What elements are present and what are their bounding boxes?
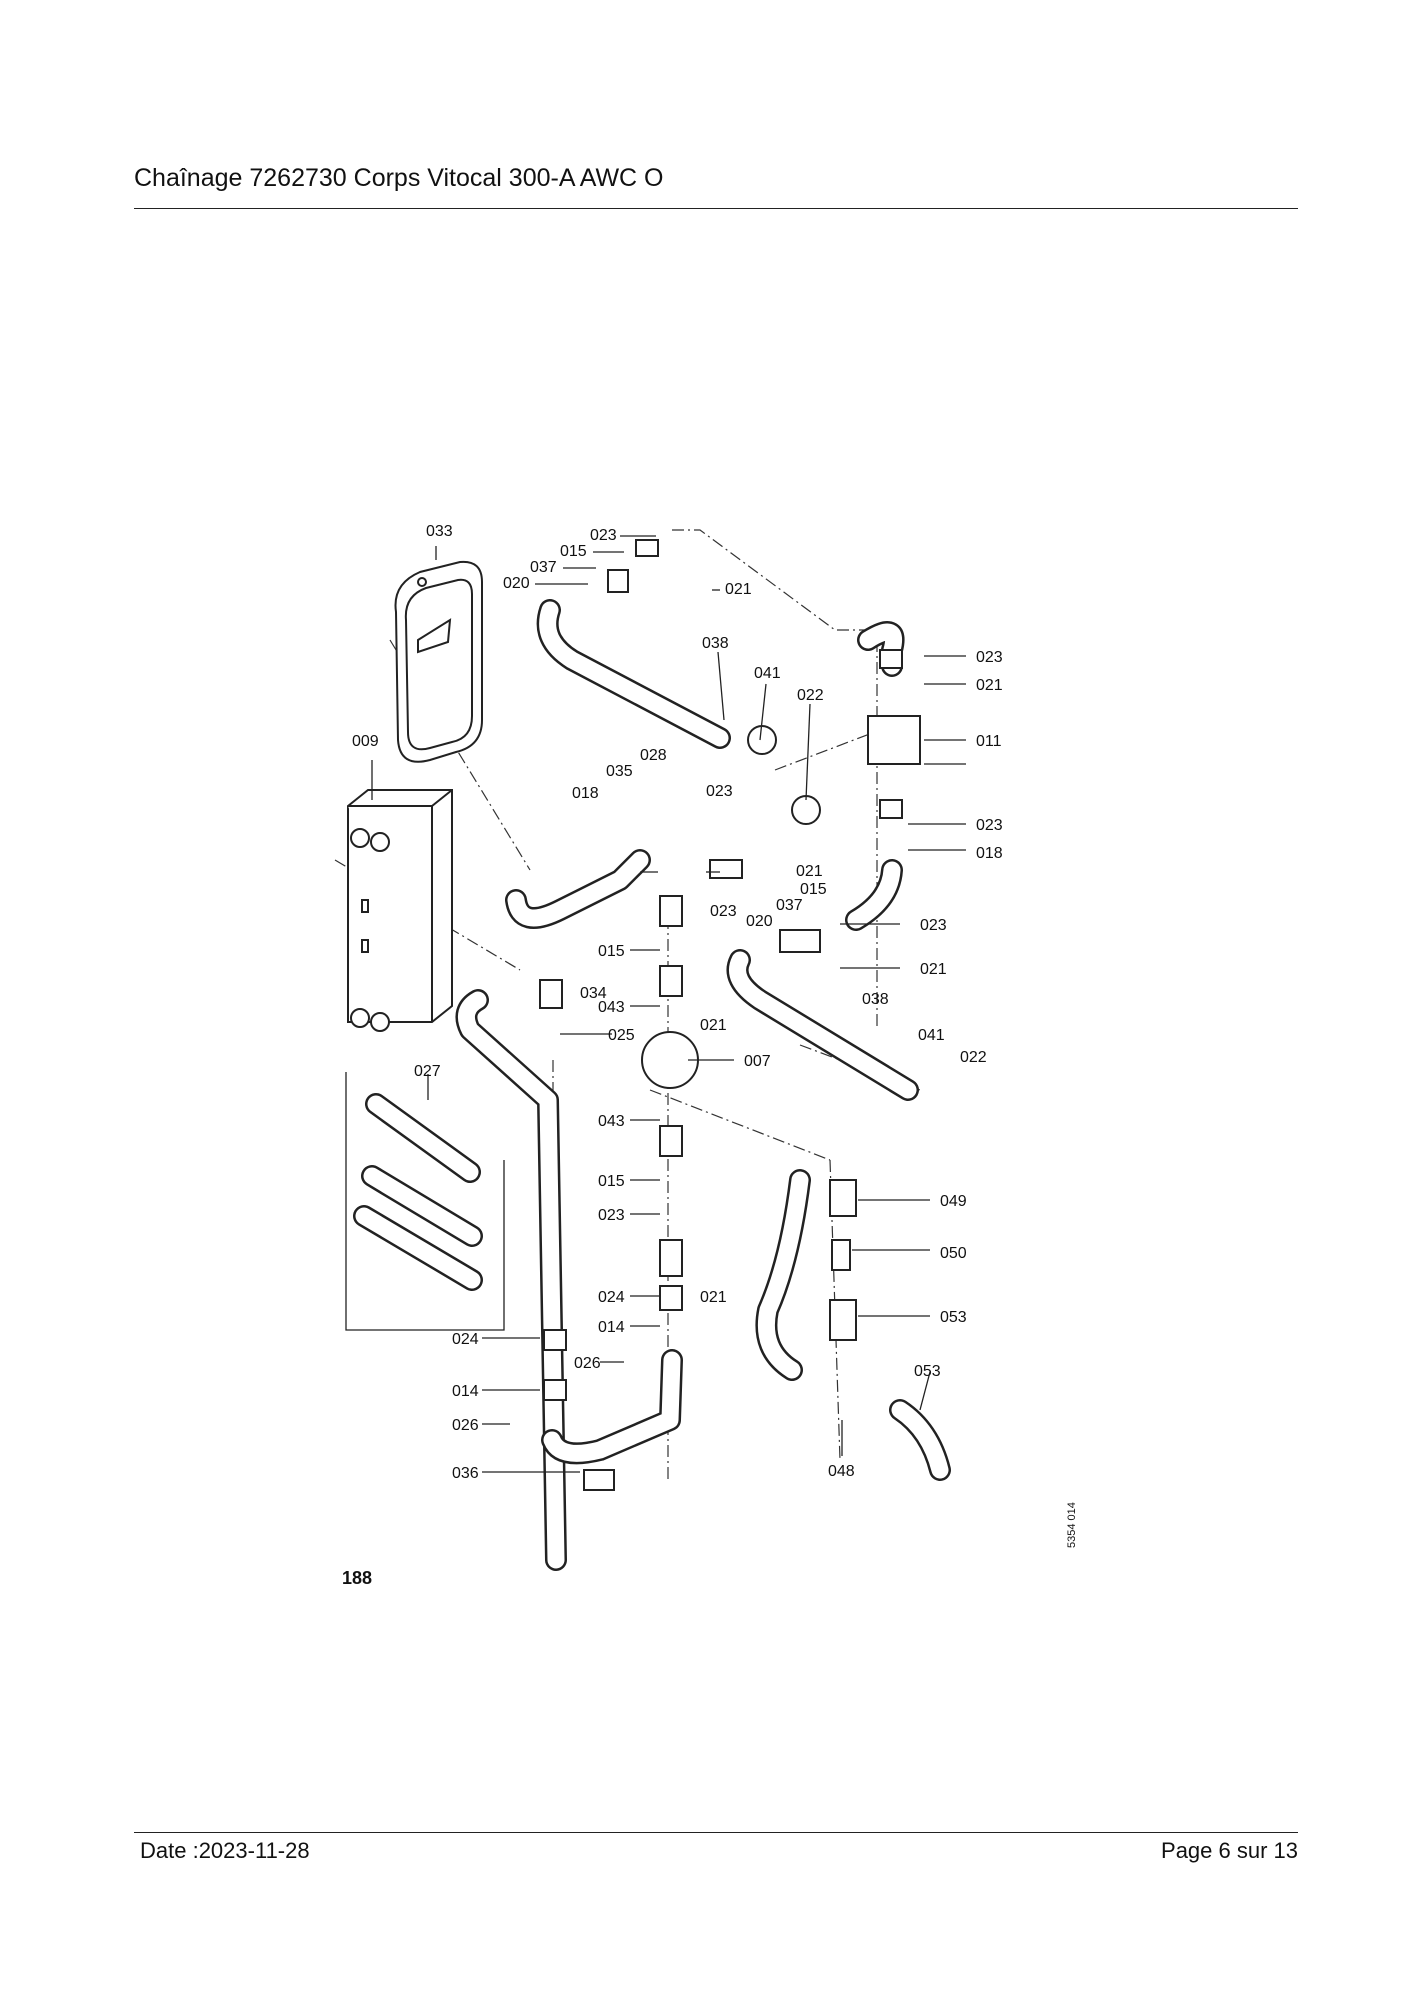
part-label-053: 053 xyxy=(940,1309,967,1326)
part-label-022: 022 xyxy=(797,687,824,704)
part-label-043: 043 xyxy=(598,999,625,1016)
part-label-026: 026 xyxy=(452,1417,479,1434)
part-label-026: 026 xyxy=(574,1355,601,1372)
part-label-037: 037 xyxy=(530,559,557,576)
part-label-018: 018 xyxy=(976,845,1003,862)
part-label-038: 038 xyxy=(862,991,889,1008)
part-label-023: 023 xyxy=(920,917,947,934)
part-label-038: 038 xyxy=(702,635,729,652)
part-label-034: 034 xyxy=(580,985,607,1002)
part-label-049: 049 xyxy=(940,1193,967,1210)
part-label-023: 023 xyxy=(710,903,737,920)
part-label-048: 048 xyxy=(828,1463,855,1480)
part-label-033: 033 xyxy=(426,523,453,540)
part-label-023: 023 xyxy=(706,783,733,800)
part-label-023: 023 xyxy=(590,527,617,544)
figure-page-number: 188 xyxy=(342,1568,373,1588)
part-label-015: 015 xyxy=(598,943,625,960)
part-label-036: 036 xyxy=(452,1465,479,1482)
part-label-035: 035 xyxy=(606,763,633,780)
part-label-024: 024 xyxy=(452,1331,479,1348)
hose-set xyxy=(345,1072,505,1331)
part-label-041: 041 xyxy=(918,1027,945,1044)
part-label-041: 041 xyxy=(754,665,781,682)
part-label-011: 011 xyxy=(976,733,1002,750)
footer-page-number: Page 6 sur 13 xyxy=(1161,1838,1298,1863)
part-label-023: 023 xyxy=(976,817,1003,834)
pipes xyxy=(455,599,951,1571)
part-label-021: 021 xyxy=(796,863,823,880)
part-label-015: 015 xyxy=(560,543,587,560)
part-label-009: 009 xyxy=(352,733,379,750)
part-label-014: 014 xyxy=(452,1383,479,1400)
part-label-015: 015 xyxy=(598,1173,625,1190)
part-label-020: 020 xyxy=(503,575,530,592)
fittings xyxy=(539,539,921,1491)
part-label-050: 050 xyxy=(940,1245,967,1262)
part-label-018: 018 xyxy=(572,785,599,802)
part-label-053: 053 xyxy=(914,1363,941,1380)
part-label-027: 027 xyxy=(414,1063,441,1080)
part-label-021: 021 xyxy=(976,677,1003,694)
part-label-021: 021 xyxy=(920,961,947,978)
part-label-007: 007 xyxy=(744,1053,771,1070)
part-label-028: 028 xyxy=(640,747,667,764)
part-label-021: 021 xyxy=(700,1289,727,1306)
part-label-015: 015 xyxy=(800,881,827,898)
header-divider xyxy=(134,208,1298,209)
part-label-037: 037 xyxy=(776,897,803,914)
part-labels: 033 023 015 037 020 021 038 041 022 023 … xyxy=(352,523,1003,1482)
part-label-014: 014 xyxy=(598,1319,625,1336)
part-label-021: 021 xyxy=(700,1017,727,1034)
footer-date: Date :2023-11-28 xyxy=(140,1838,310,1863)
footer-divider xyxy=(134,1832,1298,1833)
plate-heat-exchanger xyxy=(347,789,453,1032)
part-label-024: 024 xyxy=(598,1289,625,1306)
part-label-043: 043 xyxy=(598,1113,625,1130)
part-label-021: 021 xyxy=(725,581,752,598)
drawing-reference: 5354 014 xyxy=(1066,1502,1078,1548)
page-title: Chaînage 7262730 Corps Vitocal 300-A AWC… xyxy=(134,164,664,192)
expansion-vessel xyxy=(394,560,483,763)
part-label-022: 022 xyxy=(960,1049,987,1066)
leader-lines xyxy=(371,535,966,1473)
part-label-025: 025 xyxy=(608,1027,635,1044)
part-label-020: 020 xyxy=(746,913,773,930)
part-label-023: 023 xyxy=(976,649,1003,666)
part-label-023: 023 xyxy=(598,1207,625,1224)
